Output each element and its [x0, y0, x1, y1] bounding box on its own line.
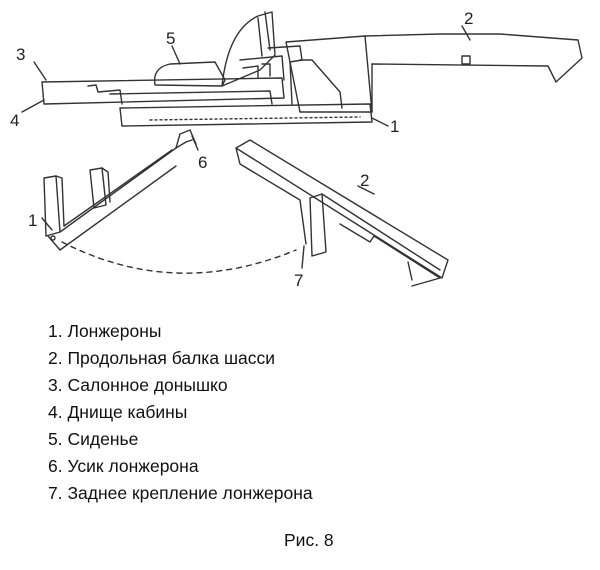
legend-item-7: 7. Заднее крепление лонжерона: [48, 483, 313, 503]
legend-item-5: 5. Сиденье: [48, 429, 139, 449]
callout-3: 3: [16, 45, 25, 64]
spar-drawing: [43, 129, 197, 251]
callout-7: 7: [294, 271, 303, 290]
callout-2-bottom: 2: [360, 171, 369, 190]
leader-lines: [21, 25, 471, 269]
legend-item-2: 2. Продольная балка шасси: [48, 348, 275, 368]
assembly-sketch: 1 2 3 4 5 6 7 1 2: [10, 9, 583, 290]
callout-2-top: 2: [464, 9, 473, 28]
callout-1-bottom: 1: [28, 211, 37, 230]
legend-list: 1. Лонжероны 2. Продольная балка шасси 3…: [48, 318, 313, 507]
callout-5: 5: [166, 29, 175, 48]
cabin-floor-drawing: [41, 45, 373, 127]
legend-item-3: 3. Салонное донышко: [48, 375, 228, 395]
callout-6: 6: [198, 153, 207, 172]
legend-item-6: 6. Усик лонжерона: [48, 456, 199, 476]
chassis-beam-drawing: [285, 33, 583, 113]
callout-1-top: 1: [390, 117, 399, 136]
connection-arc: [61, 241, 297, 274]
callout-4: 4: [10, 111, 19, 130]
figure-caption: Рис. 8: [284, 530, 334, 550]
legend-item-1: 1. Лонжероны: [48, 321, 162, 341]
legend-item-4: 4. Днище кабины: [48, 402, 188, 422]
side-beam-drawing: [235, 139, 449, 287]
